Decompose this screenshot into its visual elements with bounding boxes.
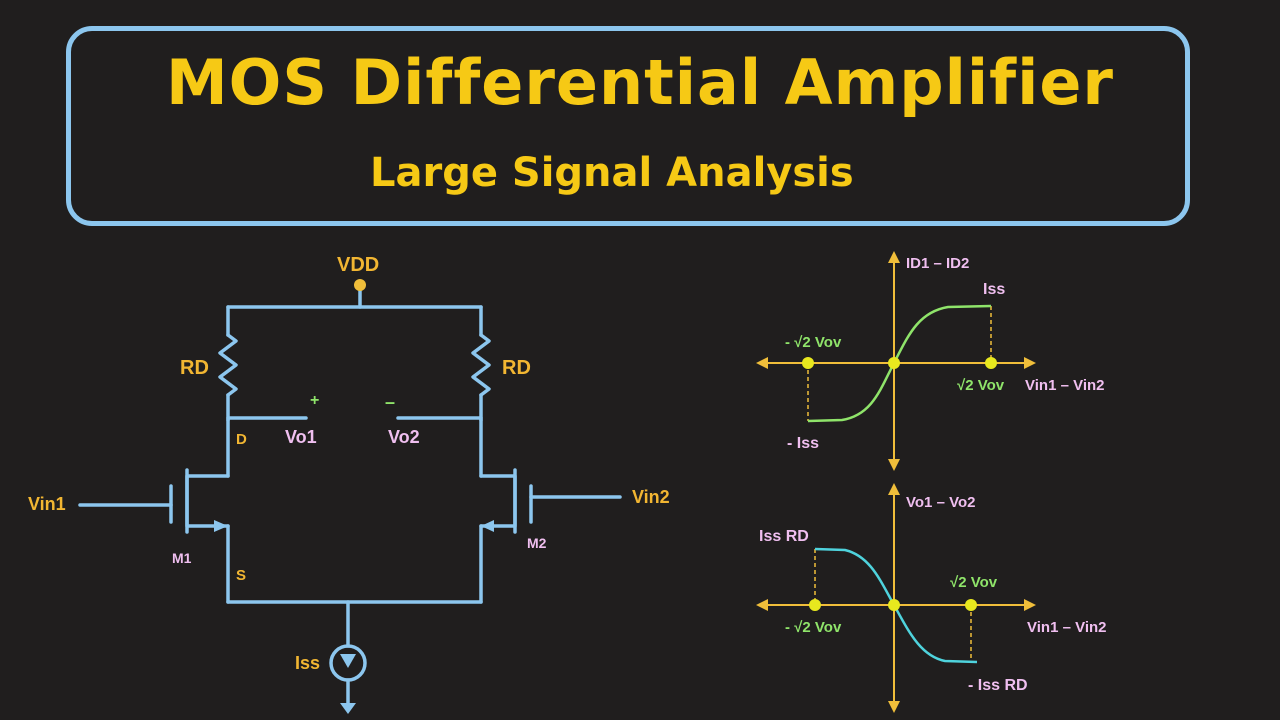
graph1-y-label: ID1 – ID2 [906,255,969,272]
graph2-left-label: - √2 Vov [785,619,842,636]
drain-label: D [236,431,247,448]
m2-channel-wires [479,474,517,528]
graph2-x-label: Vin1 – Vin2 [1027,619,1107,636]
graph1-top-label: Iss [983,281,1005,298]
graph1-left-dot [802,357,814,369]
graph2-bottom-label: - Iss RD [968,677,1028,694]
ground-arrow-icon [340,703,356,714]
current-arrow-icon [340,654,356,668]
iss-label: Iss [295,653,320,673]
graph2-origin-dot [888,599,900,611]
graph1-origin-dot [888,357,900,369]
left-resistor [218,333,238,397]
graph1-right-dot [985,357,997,369]
right-resistor [471,333,491,397]
graph1-right-label: √2 Vov [957,377,1005,394]
vo1-label: Vo1 [285,427,317,447]
voltage-transfer-graph [756,483,1036,713]
m1-source-arrow [214,520,228,532]
m2-source-arrow [481,520,494,532]
graph2-y-label: Vo1 – Vo2 [906,494,975,511]
m2-label: M2 [527,535,547,551]
graph1-left-label: - √2 Vov [785,334,842,351]
page-title: MOS Differential Amplifier [165,46,1114,119]
vin2-label: Vin2 [632,487,670,507]
vo2-label: Vo2 [388,427,420,447]
minus-sign: – [385,392,395,412]
plus-sign: + [310,392,319,409]
title-frame [66,26,1190,226]
page-subtitle: Large Signal Analysis [370,150,854,196]
vdd-label: VDD [337,254,379,276]
rd-left-label: RD [180,357,209,379]
graph1-x-label: Vin1 – Vin2 [1025,377,1105,394]
graph2-right-label: √2 Vov [950,574,998,591]
graph1-bottom-label: - Iss [787,435,819,452]
graph2-right-dot [965,599,977,611]
source-label: S [236,567,246,584]
m1-channel-wires [185,474,230,528]
graph2-left-dot [809,599,821,611]
vdd-node-dot [354,279,366,291]
m1-label: M1 [172,550,192,566]
vin1-label: Vin1 [28,494,66,514]
graph2-top-label: Iss RD [759,528,809,545]
rd-right-label: RD [502,357,531,379]
circuit [78,286,622,705]
current-transfer-graph [756,251,1036,471]
